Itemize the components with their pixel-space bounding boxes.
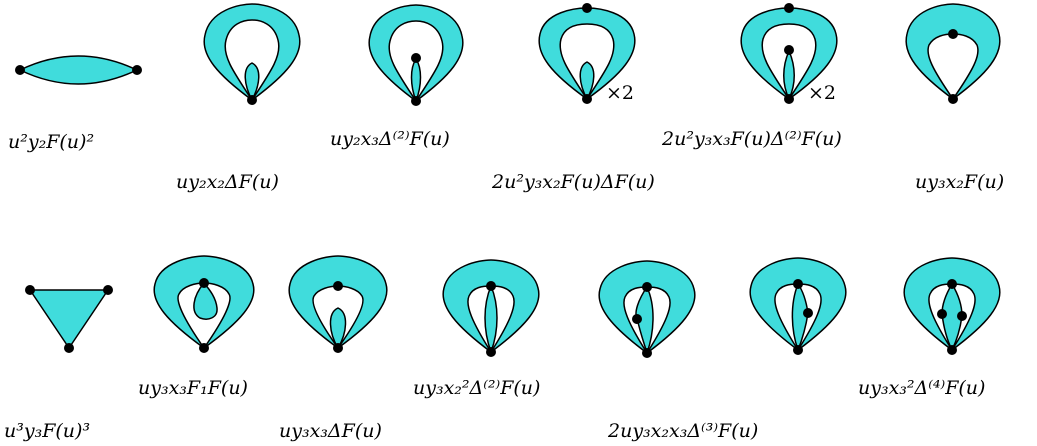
inner-petal-face bbox=[193, 282, 218, 320]
diagram-8-label: uy₃x₃F₁F(u) bbox=[138, 377, 248, 399]
inner-petal-face bbox=[579, 61, 595, 100]
inner-vertex bbox=[199, 278, 209, 288]
diagram-7-label: u³y₃F(u)³ bbox=[4, 420, 90, 442]
diagram-3 bbox=[368, 4, 464, 106]
diagram-2-label: uy₂x₂ΔF(u) bbox=[176, 171, 279, 193]
root-vertex bbox=[486, 347, 496, 357]
root-vertex bbox=[582, 94, 592, 104]
diagram-5-label: 2u²y₃x₃F(u)Δ⁽²⁾F(u) bbox=[661, 128, 842, 150]
inner-vertex bbox=[642, 282, 652, 292]
inner-face bbox=[927, 33, 979, 100]
diagram-1-label: u²y₂F(u)² bbox=[8, 131, 94, 153]
root-vertex bbox=[642, 348, 652, 358]
diagram-3-label: uy₂x₃Δ⁽²⁾F(u) bbox=[330, 128, 450, 150]
inner-vertex bbox=[333, 281, 343, 291]
top-vertex bbox=[582, 3, 592, 13]
inner-vertex bbox=[948, 29, 958, 39]
diagram-4: ×2 bbox=[538, 3, 636, 104]
inner-vertex bbox=[957, 311, 967, 321]
inner-petal-face bbox=[329, 307, 347, 349]
vertex-dot bbox=[132, 65, 142, 75]
vertex-dot bbox=[103, 285, 113, 295]
inner-vertex bbox=[793, 279, 803, 289]
inner-lens-face bbox=[791, 283, 809, 351]
diagram-1 bbox=[15, 55, 142, 85]
diagram-6-label: uy₃x₂F(u) bbox=[915, 171, 1004, 193]
diagram-10 bbox=[442, 259, 540, 357]
diagram-7 bbox=[25, 285, 113, 353]
diagram-2 bbox=[203, 3, 301, 105]
root-vertex bbox=[333, 343, 343, 353]
root-vertex bbox=[793, 345, 803, 355]
inner-vertex bbox=[947, 279, 957, 289]
diagram-12-label: uy₃x₃²Δ⁽⁴⁾F(u) bbox=[858, 377, 985, 399]
inner-petal-face bbox=[244, 62, 260, 101]
diagram-9 bbox=[288, 255, 388, 353]
diagram-4-label: 2u²y₃x₂F(u)ΔF(u) bbox=[491, 171, 655, 193]
root-vertex bbox=[947, 345, 957, 355]
inner-lens-face bbox=[635, 286, 654, 354]
diagram-9-label: uy₃x₃ΔF(u) bbox=[279, 420, 382, 442]
multiplicity-label: ×2 bbox=[808, 82, 836, 104]
inner-vertex bbox=[803, 308, 813, 318]
root-vertex bbox=[948, 94, 958, 104]
vertex-dot bbox=[64, 343, 74, 353]
root-vertex bbox=[784, 94, 794, 104]
inner-vertex bbox=[937, 309, 947, 319]
top-vertex bbox=[784, 3, 794, 13]
diagram-10-label: uy₃x₂²Δ⁽²⁾F(u) bbox=[413, 377, 540, 399]
root-vertex bbox=[199, 343, 209, 353]
vertex-dot bbox=[15, 65, 25, 75]
diagram-11-label: 2uy₃x₂x₃Δ⁽³⁾F(u) bbox=[607, 420, 758, 442]
inner-face bbox=[224, 19, 280, 101]
diagram-12 bbox=[749, 257, 847, 355]
root-vertex bbox=[247, 95, 257, 105]
diagram-6 bbox=[905, 3, 1001, 104]
diagram-11 bbox=[598, 260, 696, 358]
inner-vertex bbox=[411, 53, 421, 63]
diagram-8 bbox=[153, 255, 255, 353]
diagram-5: ×2 bbox=[740, 3, 838, 104]
triangle-face bbox=[29, 289, 109, 349]
diagram-13 bbox=[903, 257, 1001, 355]
vertex-dot bbox=[25, 285, 35, 295]
inner-vertex bbox=[486, 281, 496, 291]
multiplicity-label: ×2 bbox=[606, 82, 634, 104]
root-vertex bbox=[411, 96, 421, 106]
inner-vertex bbox=[784, 45, 794, 55]
lens-face bbox=[19, 55, 138, 85]
inner-vertex bbox=[632, 314, 642, 324]
